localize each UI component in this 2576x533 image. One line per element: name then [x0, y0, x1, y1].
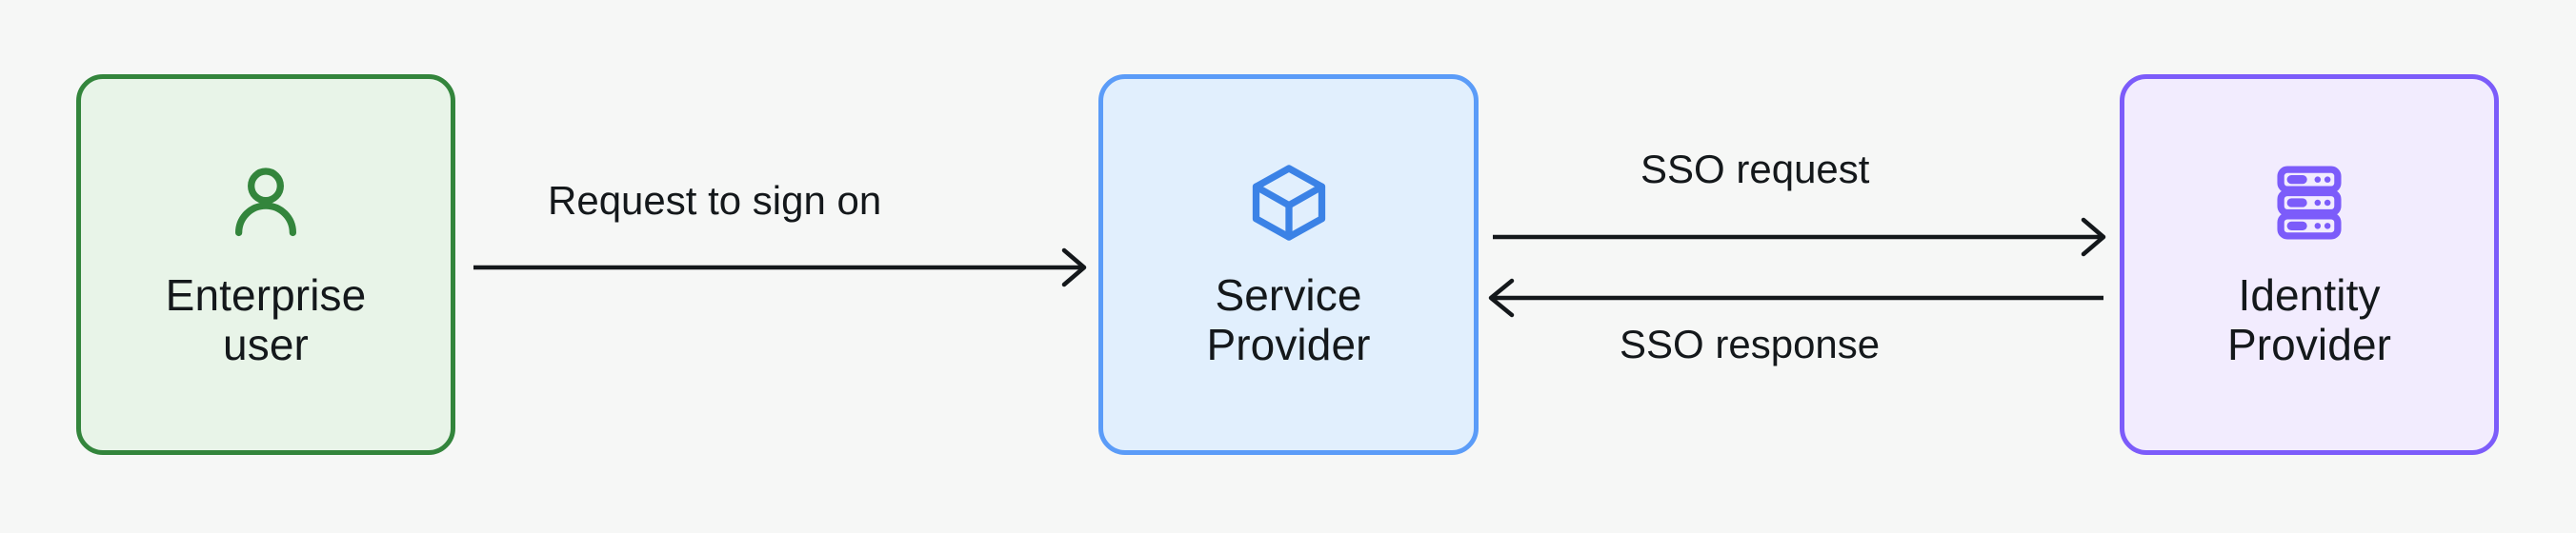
edge-label-sso-response: SSO response	[1620, 322, 1881, 366]
node-service-provider[interactable]: Service Provider	[1098, 74, 1479, 455]
edge-arrow-sso-response	[1488, 278, 2103, 318]
edge-label-sso-request: SSO request	[1640, 147, 1870, 191]
cube-icon	[1245, 159, 1333, 247]
edge-arrow-request-to-sign-on	[473, 247, 1087, 287]
edge-arrow-sso-request	[1493, 217, 2106, 257]
person-icon	[222, 159, 310, 247]
node-identity-provider[interactable]: Identity Provider	[2120, 74, 2499, 455]
node-enterprise-user[interactable]: Enterprise user	[76, 74, 455, 455]
edge-label-request-to-sign-on: Request to sign on	[548, 178, 882, 223]
node-label-identity-provider: Identity Provider	[2226, 270, 2392, 369]
node-label-enterprise-user: Enterprise user	[165, 270, 367, 369]
node-label-service-provider: Service Provider	[1206, 270, 1371, 369]
server-rack-icon	[2265, 159, 2353, 247]
